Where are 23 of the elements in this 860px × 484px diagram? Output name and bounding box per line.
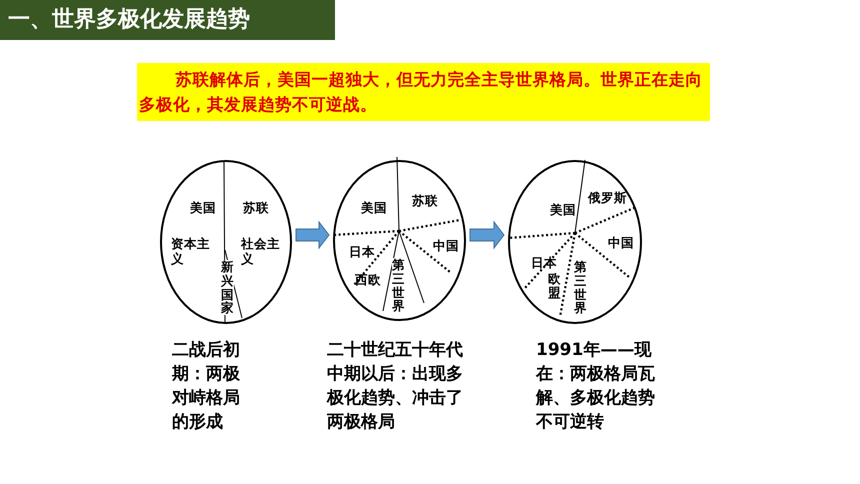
sector-label: 西欧 (355, 272, 381, 287)
sector-label: 日本 (349, 244, 375, 259)
sector-label: 美国 (361, 200, 387, 215)
sector-label: 中国 (433, 238, 459, 253)
title-banner: 一、世界多极化发展趋势 (0, 0, 335, 40)
sector-label: 美国 (550, 202, 576, 217)
sector-label: 第三世界 (574, 260, 586, 315)
stage-caption: 1991年——现在：两极格局瓦解、多极化趋势不可逆转 (536, 339, 656, 434)
stage-caption: 二十世纪五十年代中期以后：出现多极化趋势、冲击了两极格局 (327, 339, 464, 434)
sector-label: 中国 (608, 235, 634, 250)
sector-label: 欧盟 (548, 272, 560, 300)
sector-label: 第三世界 (392, 258, 404, 313)
sector-label: 美国 (190, 200, 216, 215)
sector-label: 俄罗斯 (588, 190, 627, 205)
block-arrow (470, 220, 505, 250)
highlighted-paragraph: 苏联解体后，美国一超独大，但无力完全主导世界格局。世界正在走向多极化，其发展趋势不可逆战。 (137, 63, 710, 121)
sector-label: 社会主义 (241, 236, 281, 266)
sector-label: 资本主义 (171, 236, 211, 266)
stage-caption: 二战后初期：两极对峙格局的形成 (172, 339, 241, 434)
sector-label: 新兴国家 (221, 260, 234, 315)
block-arrow (296, 220, 330, 250)
sector-label: 苏联 (412, 193, 438, 208)
sector-label: 苏联 (243, 200, 269, 215)
